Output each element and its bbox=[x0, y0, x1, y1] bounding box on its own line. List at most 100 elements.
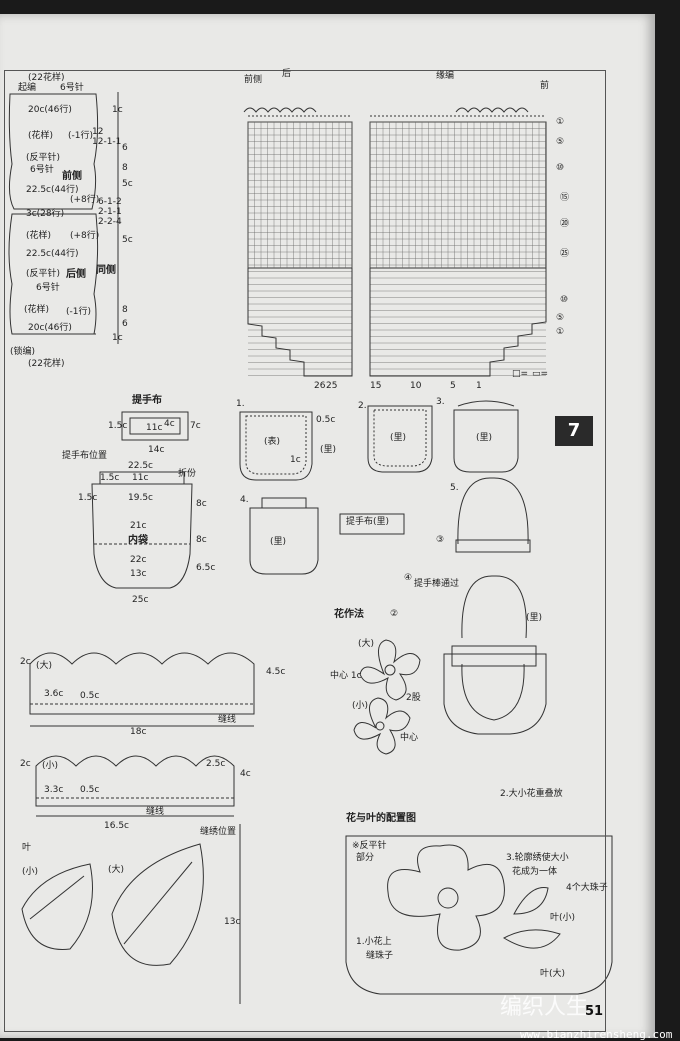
note: 8 bbox=[122, 305, 128, 315]
center-label: 中心 bbox=[400, 733, 419, 743]
needle-label: 6号针 bbox=[60, 83, 84, 93]
overlap-note: 2.大小花重叠放 bbox=[500, 789, 563, 799]
col-number: 10 bbox=[410, 381, 422, 391]
row-label: (花样) bbox=[26, 231, 52, 241]
row-mark: ⑩ bbox=[560, 295, 569, 305]
legend-item: ▭= bbox=[532, 369, 549, 379]
note: 6-1-2 bbox=[98, 197, 122, 207]
dim: 22.5c bbox=[128, 461, 153, 471]
dim: 7c bbox=[190, 421, 201, 431]
inner-bag-label: 内袋 bbox=[128, 535, 148, 546]
bottom-count-label: (22花样) bbox=[28, 359, 65, 369]
back-label: 后侧 bbox=[66, 269, 86, 280]
twist-label: 2股 bbox=[406, 693, 421, 703]
front-right-label: 前 bbox=[540, 81, 550, 91]
step-number: 4. bbox=[240, 495, 249, 505]
row-label: 22.5c(44行) bbox=[26, 249, 79, 259]
dim: 8c bbox=[196, 535, 207, 545]
circled-2: ② bbox=[390, 609, 399, 619]
lining-label: (里) bbox=[526, 613, 543, 623]
row-label: (+8行) bbox=[70, 231, 100, 241]
flower-big-label: (大) bbox=[358, 639, 375, 649]
layout-title: 花与叶的配置图 bbox=[346, 813, 416, 824]
stitch-note: 3.轮廓绣使大小 bbox=[506, 853, 569, 863]
back-label: (里) bbox=[320, 445, 337, 455]
dim: 11c bbox=[132, 473, 149, 483]
dim: 19.5c bbox=[128, 493, 153, 503]
step-number: 2. bbox=[358, 401, 367, 411]
dim: 2c bbox=[20, 657, 31, 667]
note: 12 bbox=[92, 127, 104, 137]
note: 12-1-1 bbox=[92, 137, 122, 147]
row-label: 3c(28行) bbox=[26, 209, 65, 219]
dim: 13c bbox=[130, 569, 147, 579]
seam-label: 缝线 bbox=[218, 715, 237, 725]
col-number: 26 bbox=[314, 381, 326, 391]
row-mark: ⑮ bbox=[560, 193, 570, 203]
watermark-url: www.bianzhirensheng.com bbox=[520, 1028, 673, 1041]
dim: 4.5c bbox=[266, 667, 286, 677]
row-label: (-1行) bbox=[68, 131, 93, 141]
col-number: 25 bbox=[326, 381, 338, 391]
back-label: (里) bbox=[476, 433, 493, 443]
edge-label: 缘编 bbox=[436, 71, 455, 81]
dim: 0.5c bbox=[80, 785, 100, 795]
dim: 16.5c bbox=[104, 821, 129, 831]
dim: 8c bbox=[196, 499, 207, 509]
same-label: 同侧 bbox=[96, 265, 116, 276]
handle-pos-label: 提手布位置 bbox=[62, 451, 108, 461]
row-label: 6号针 bbox=[30, 165, 54, 175]
handle-cloth-title: 提手布 bbox=[132, 395, 162, 406]
note: 1c bbox=[112, 333, 123, 343]
beads-note: 4个大珠子 bbox=[566, 883, 608, 893]
circled-4: ④ bbox=[404, 573, 413, 583]
section-number-badge: 7 bbox=[555, 416, 593, 446]
note: 6 bbox=[122, 143, 128, 153]
flower-small-label: (小) bbox=[352, 701, 369, 711]
row-label: 20c(46行) bbox=[28, 105, 72, 115]
leaf-title: 叶 bbox=[22, 843, 32, 853]
leaf-small-label: (小) bbox=[22, 867, 39, 877]
stitch-position-label: 缝绣位置 bbox=[200, 827, 237, 837]
note: 2-2-4 bbox=[98, 217, 122, 227]
row-label: (花样) bbox=[24, 305, 50, 315]
note: 6 bbox=[122, 319, 128, 329]
row-mark: ⑤ bbox=[556, 313, 565, 323]
dim: 14c bbox=[148, 445, 165, 455]
top-count-label: (22花样) bbox=[28, 73, 65, 83]
leaf-length: 13c bbox=[224, 917, 241, 927]
dim: 2.5c bbox=[206, 759, 226, 769]
row-label: 6号针 bbox=[36, 283, 60, 293]
col-number: 1 bbox=[476, 381, 482, 391]
dim: 0.5c bbox=[316, 415, 336, 425]
dim: 22c bbox=[130, 555, 147, 565]
front-side-label: 前侧 bbox=[244, 75, 263, 85]
dim: 3.3c bbox=[44, 785, 64, 795]
watermark-logo: 编织人生 bbox=[500, 995, 589, 1020]
leaf-big-note: 叶(大) bbox=[540, 969, 566, 979]
row-mark: ⑩ bbox=[556, 163, 565, 173]
dim: 0.5c bbox=[80, 691, 100, 701]
step-number: 5. bbox=[450, 483, 459, 493]
dim: 1.5c bbox=[100, 473, 120, 483]
small-label: (小) bbox=[42, 761, 59, 771]
dim: 2c bbox=[20, 759, 31, 769]
note: 5c bbox=[122, 235, 133, 245]
dim: 1.5c bbox=[78, 493, 98, 503]
legend-item: □= bbox=[512, 369, 529, 379]
flower-method-title: 花作法 bbox=[334, 609, 364, 620]
note: 1c bbox=[112, 105, 123, 115]
dim: 21c bbox=[130, 521, 147, 531]
row-label: 20c(46行) bbox=[28, 323, 72, 333]
dim: 3.6c bbox=[44, 689, 64, 699]
pattern-diagrams bbox=[8, 92, 613, 1004]
row-label: (-1行) bbox=[66, 307, 91, 317]
row-mark: ㉕ bbox=[560, 249, 570, 259]
dim: 4c bbox=[240, 769, 251, 779]
small-sew-note: 1.小花上 bbox=[356, 937, 392, 947]
row-mark: ① bbox=[556, 117, 565, 127]
row-label: (反平针) bbox=[26, 153, 61, 163]
page-number: 51 bbox=[585, 1004, 604, 1019]
start-label: 起编 bbox=[18, 83, 37, 93]
dim: 4c bbox=[164, 419, 175, 429]
